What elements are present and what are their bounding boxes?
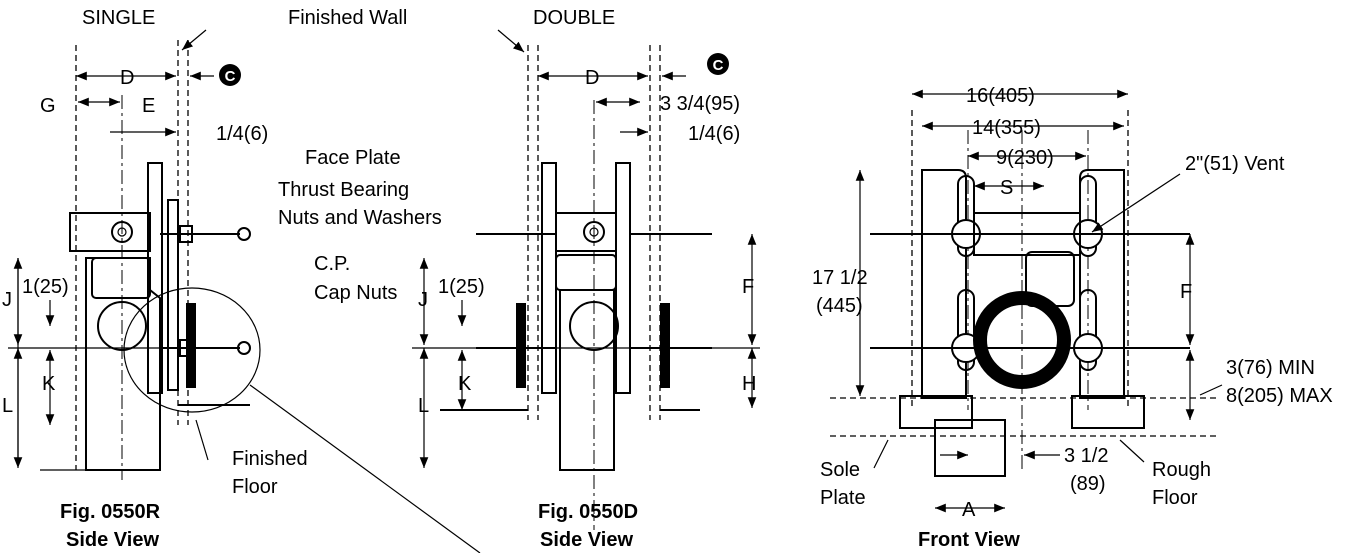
dim-w14: 14(355) — [972, 117, 1041, 139]
rough-floor-label-1: Rough — [1152, 459, 1211, 481]
finished-floor-label-2: Floor — [232, 476, 278, 498]
dim-l-double: L — [418, 395, 429, 417]
dim-d-double: D — [585, 67, 599, 89]
dim-r35: 3 1/2 — [1064, 445, 1108, 467]
dim-k-double: K — [458, 373, 472, 395]
dim-h445: (445) — [816, 295, 863, 317]
caption-fig-r: Fig. 0550R — [60, 501, 161, 523]
finished-floor-label-1: Finished — [232, 448, 308, 470]
thrust-bearing-label-1: Thrust Bearing — [278, 179, 409, 201]
dim-w16: 16(405) — [966, 85, 1035, 107]
caption-side-d: Side View — [540, 529, 633, 551]
dim-h17: 17 1/2 — [812, 267, 868, 289]
vent-label: 2"(51) Vent — [1185, 153, 1285, 175]
caption-front: Front View — [918, 529, 1020, 551]
caption-fig-d: Fig. 0550D — [538, 501, 638, 523]
cp-label-1: C.P. — [314, 253, 350, 275]
dim-a: A — [962, 499, 976, 521]
thrust-bearing-label-2: Nuts and Washers — [278, 207, 442, 229]
dim-k-single: K — [42, 373, 56, 395]
dim-h: H — [742, 373, 756, 395]
rough-floor-label-2: Floor — [1152, 487, 1198, 509]
c-badge-left — [219, 64, 241, 86]
dim-w9: 9(230) — [996, 147, 1054, 169]
labels: SINGLE DOUBLE Finished Wall C C Face Pla… — [2, 7, 1333, 551]
dim-max: 8(205) MAX — [1226, 385, 1333, 407]
dim-j-single: J — [2, 289, 12, 311]
double-side-view — [412, 29, 760, 530]
single-side-view — [8, 29, 481, 553]
dim-d-single: D — [120, 67, 134, 89]
dim-g: G — [40, 95, 56, 117]
single-title: SINGLE — [82, 7, 155, 29]
dim-f-front: F — [1180, 281, 1192, 303]
front-view — [830, 89, 1223, 513]
dim-three34: 3 3/4(95) — [660, 93, 740, 115]
sole-plate-label-2: Plate — [820, 487, 866, 509]
dim-min: 3(76) MIN — [1226, 357, 1315, 379]
c-badge-right — [707, 53, 729, 75]
dim-quarter-double: 1/4(6) — [688, 123, 740, 145]
cp-label-2: Cap Nuts — [314, 282, 397, 304]
dim-s: S — [1000, 177, 1013, 199]
svg-text:C: C — [713, 57, 724, 74]
sole-plate-label-1: Sole — [820, 459, 860, 481]
dim-one25-double: 1(25) — [438, 276, 485, 298]
caption-side-r: Side View — [66, 529, 159, 551]
dim-quarter-single: 1/4(6) — [216, 123, 268, 145]
dim-one25-single: 1(25) — [22, 276, 69, 298]
dim-f-double: F — [742, 276, 754, 298]
svg-text:C: C — [225, 68, 236, 85]
dim-e: E — [142, 95, 155, 117]
double-title: DOUBLE — [533, 7, 615, 29]
dim-l-single: L — [2, 395, 13, 417]
dim-j-double: J — [418, 289, 428, 311]
dim-r89: (89) — [1070, 473, 1106, 495]
face-plate-label: Face Plate — [305, 147, 401, 169]
finished-wall-label: Finished Wall — [288, 7, 407, 29]
